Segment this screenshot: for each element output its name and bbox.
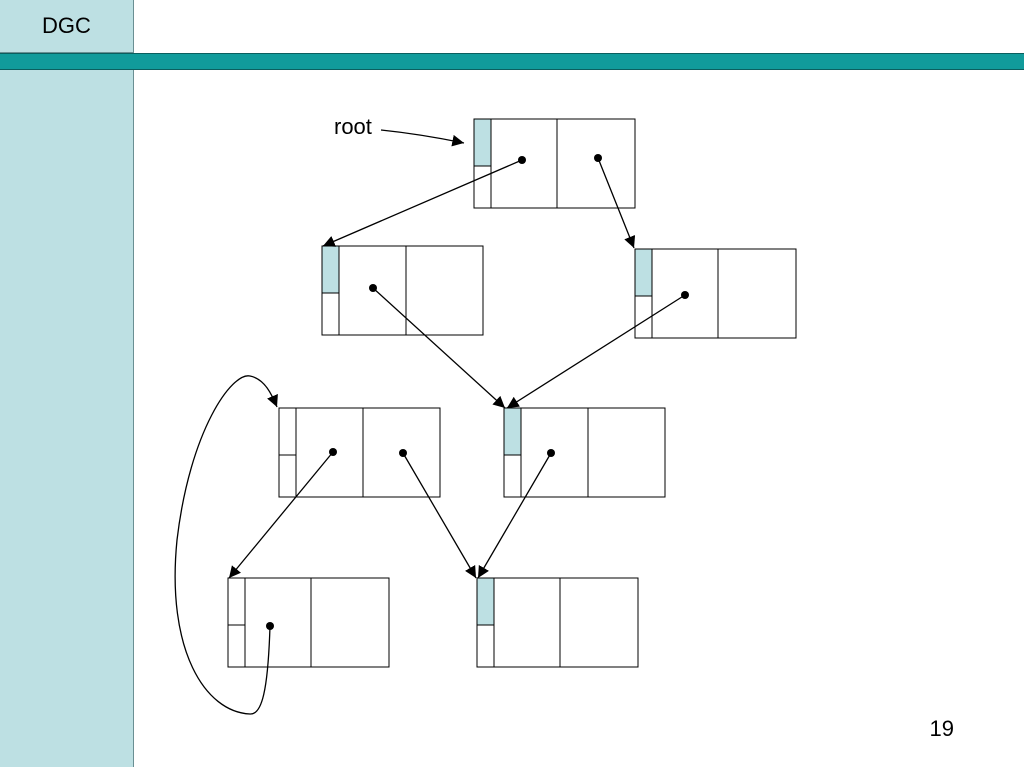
object-node-d: [278, 407, 441, 498]
edge-e-to-g: [477, 452, 552, 579]
edge-a-to-c: [597, 157, 636, 249]
mark-bit-g: [476, 577, 495, 626]
mark-bit-b: [321, 245, 340, 294]
object-node-c: [634, 248, 797, 339]
slide-title: DGC: [42, 13, 91, 38]
object-node-e: [503, 407, 666, 498]
mark-bit-c: [634, 248, 653, 297]
mark-bit-a: [473, 118, 492, 167]
slide-sidebar: [0, 0, 134, 767]
edge-c-to-e: [506, 294, 686, 409]
root-pointer-arrow: [380, 129, 465, 147]
edge-b-to-e: [372, 287, 506, 409]
object-node-b: [321, 245, 484, 336]
title-box: DGC: [0, 0, 134, 53]
mark-bit-e: [503, 407, 522, 456]
object-node-g: [476, 577, 639, 668]
edge-d-to-f: [228, 451, 334, 579]
root-label: root: [334, 114, 372, 139]
page-number: 19: [929, 716, 954, 741]
edge-a-to-b: [322, 159, 523, 247]
header-band: [0, 53, 1024, 70]
edge-f-to-d-cycle: [174, 375, 278, 715]
edge-d-to-g: [402, 452, 477, 579]
object-node-f: [227, 577, 390, 668]
object-node-a: [473, 118, 636, 209]
